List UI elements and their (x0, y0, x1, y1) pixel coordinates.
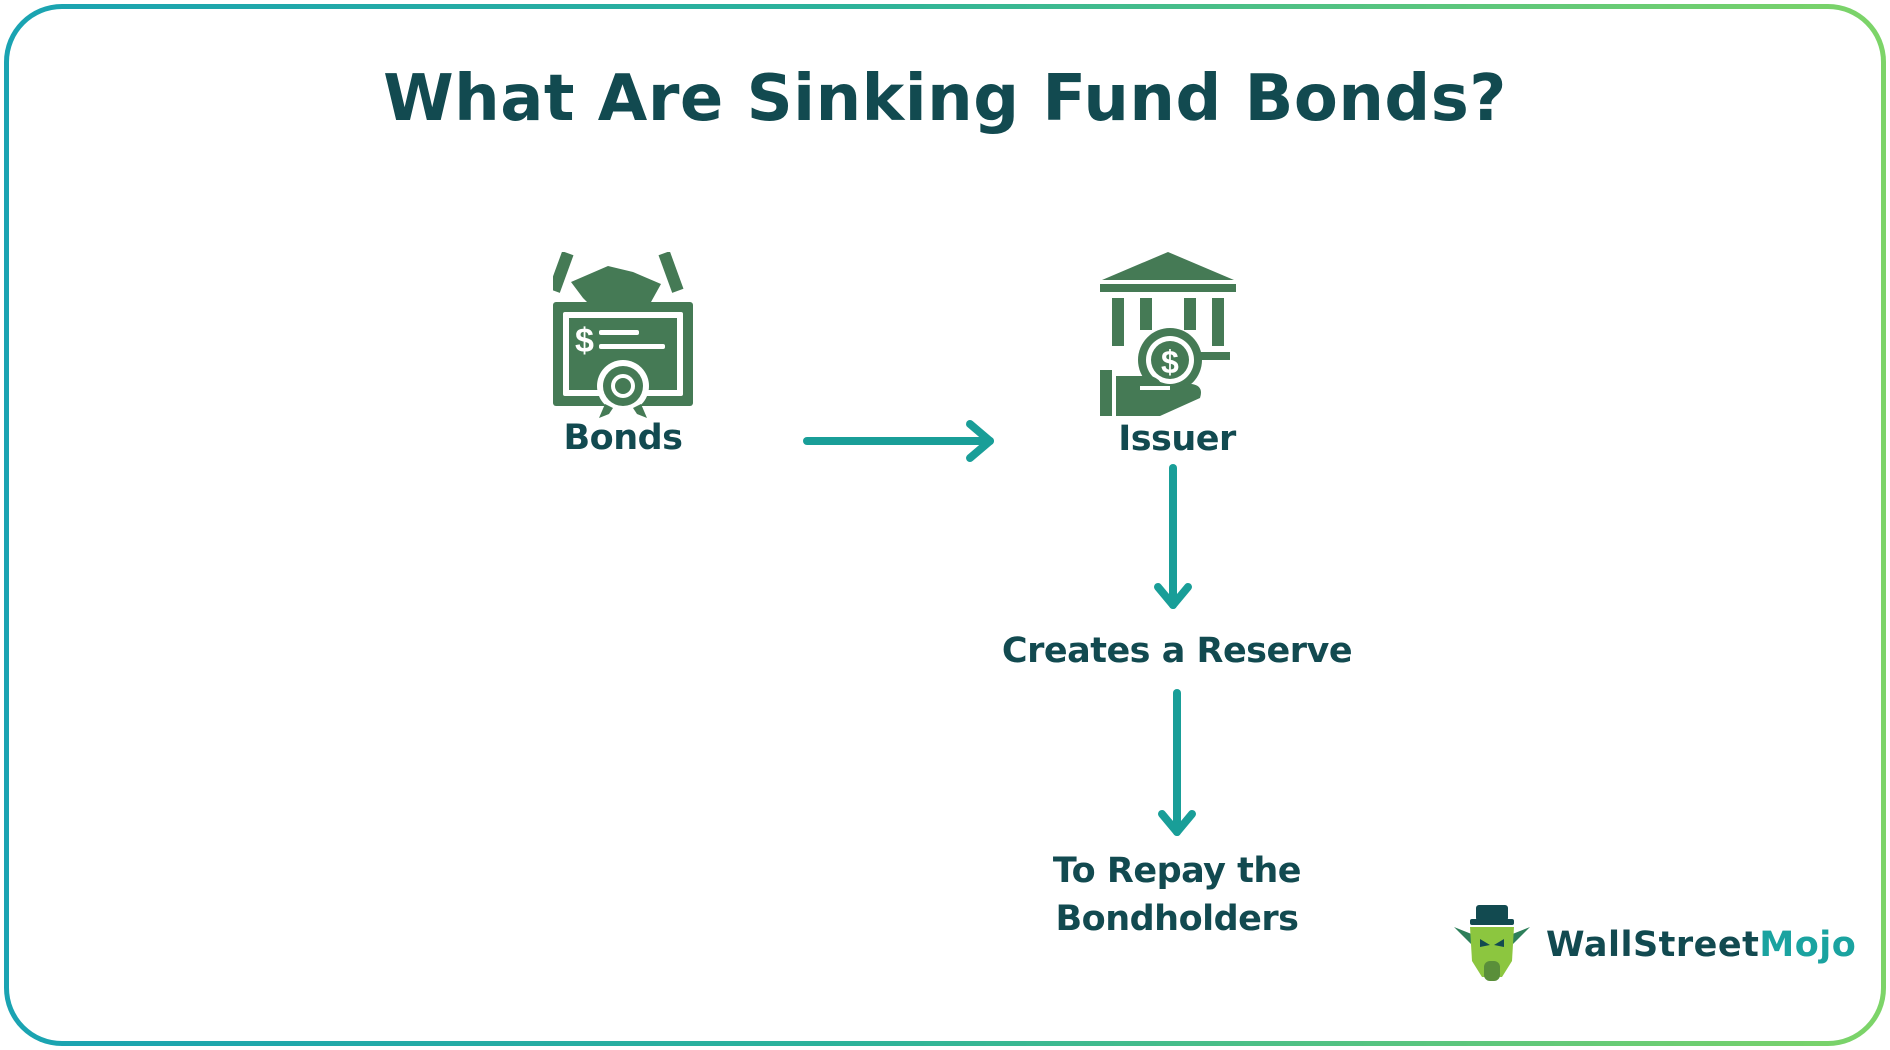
node-repay-bondholders: To Repay the Bondholders (977, 847, 1377, 943)
card-frame (4, 4, 1886, 1046)
arrow-reserve-to-repay-head (1158, 810, 1196, 836)
bond-certificate-handshake-icon: $ (553, 252, 693, 418)
logo-text-mojo: Mojo (1759, 925, 1857, 965)
wallstreetmojo-logo: WallStreetMojo (1450, 905, 1856, 985)
svg-text:$: $ (1161, 344, 1179, 380)
node-issuer: Issuer (1118, 419, 1236, 459)
node-repay-line2: Bondholders (1055, 899, 1299, 939)
bank-hand-coin-icon: $ (1100, 252, 1236, 416)
card-body (9, 9, 1881, 1041)
arrow-bonds-to-issuer-head (966, 420, 994, 462)
logo-text-wallstreet: WallStreet (1546, 925, 1760, 965)
node-bonds: Bonds (563, 418, 683, 458)
page-title: What Are Sinking Fund Bonds? (383, 62, 1507, 136)
logo-text: WallStreetMojo (1546, 925, 1856, 965)
node-repay-line1: To Repay the (1052, 851, 1302, 891)
svg-text:$: $ (575, 322, 594, 360)
arrow-issuer-to-reserve-head (1154, 583, 1192, 609)
bull-mascot-icon (1454, 905, 1530, 981)
node-creates-reserve: Creates a Reserve (1001, 631, 1353, 671)
